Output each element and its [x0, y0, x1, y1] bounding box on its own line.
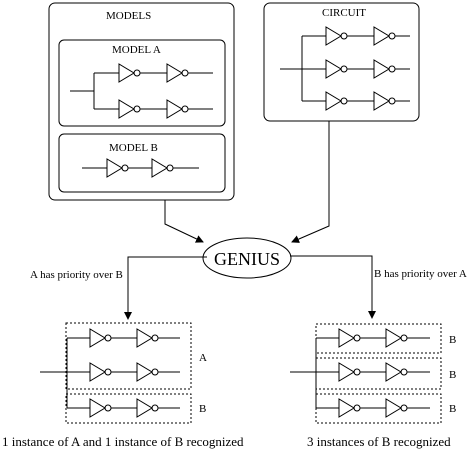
circuit-inverter: [373, 91, 410, 111]
left-result-inverter: [89, 398, 137, 418]
models-to-genius-arrow: [164, 200, 204, 243]
model-b-box: [58, 133, 226, 193]
left-result-caption: 1 instance of A and 1 instance of B reco…: [2, 434, 244, 449]
circuit-inverter: [373, 26, 410, 46]
model-b-title: MODEL B: [109, 142, 158, 154]
genius-to-right-result-arrow: [290, 255, 376, 319]
model-a-inverter: [118, 99, 167, 119]
model-a-title: MODEL A: [112, 44, 161, 56]
genius-to-left-result-arrow: [124, 256, 207, 320]
genius-node: [202, 237, 292, 279]
left-result-inverter: [89, 362, 137, 382]
circuit-inverter: [325, 26, 374, 46]
right-result-inverter: [338, 328, 386, 348]
left-result-inverter: [136, 328, 180, 348]
circuit-inverter: [325, 91, 374, 111]
model-a-box: [58, 39, 226, 127]
right-result-inverter: [338, 398, 386, 418]
model-b-inverter: [151, 158, 199, 178]
model-b-inverter: [82, 158, 152, 178]
right-instance-b-box: [315, 357, 442, 390]
model-a-inverter: [166, 99, 213, 119]
left-result-schematic: [40, 337, 90, 409]
model-a-inverter: [166, 63, 213, 83]
left-result-inverter: [89, 328, 137, 348]
left-group-label-b: B: [199, 403, 206, 415]
circuit-inverter: [325, 59, 374, 79]
right-result-inverter: [338, 362, 386, 382]
model-a-schematic: [70, 72, 119, 110]
right-result-caption: 3 instances of B recognized: [307, 434, 451, 449]
right-group-label-b: B: [449, 403, 456, 415]
right-result-inverter: [385, 328, 430, 348]
left-instance-b-box: [65, 393, 192, 424]
genius-label: GENIUS: [214, 249, 280, 269]
right-priority-label: B has priority over A: [374, 268, 467, 280]
right-group-label-b: B: [449, 369, 456, 381]
left-priority-label: A has priority over B: [30, 269, 123, 281]
circuit-inverter: [373, 59, 410, 79]
circuit-schematic: [280, 35, 326, 102]
circuit-to-genius-arrow: [291, 121, 330, 243]
circuit-panel: [263, 2, 420, 122]
left-group-label-a: A: [199, 352, 207, 364]
right-result-inverter: [385, 398, 430, 418]
left-instance-a-box: [65, 322, 192, 390]
model-a-inverter: [118, 63, 167, 83]
right-result-schematic: [290, 337, 339, 409]
right-result-inverter: [385, 362, 430, 382]
models-title: MODELS: [106, 10, 151, 22]
circuit-title: CIRCUIT: [322, 7, 366, 19]
left-result-inverter: [136, 398, 180, 418]
right-group-label-b: B: [449, 334, 456, 346]
left-result-inverter: [136, 362, 180, 382]
models-panel: [48, 2, 235, 201]
